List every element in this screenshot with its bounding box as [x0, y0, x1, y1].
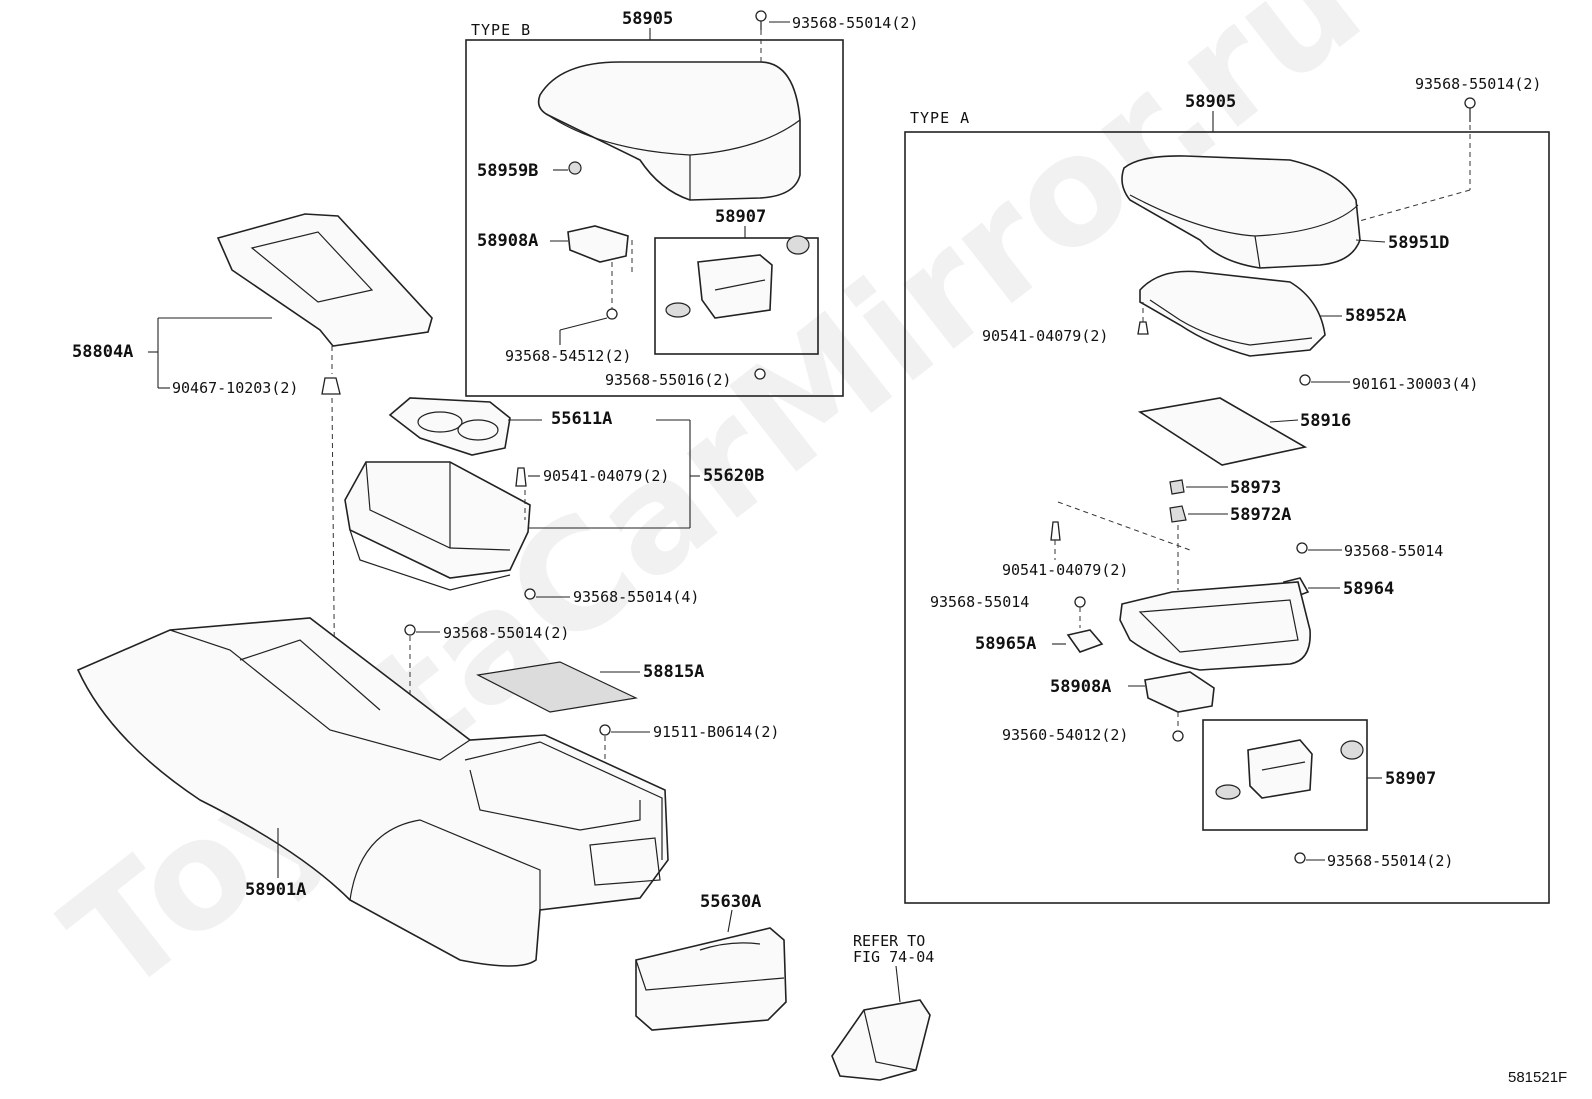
type-b-hinge-label: 58908A [477, 231, 538, 251]
reference-note-line1: REFER TO [853, 932, 925, 950]
pad-shape [1137, 397, 1308, 466]
type-a-pad-label: 58916 [1300, 411, 1351, 431]
type-a-stopper-label: 58973 [1230, 478, 1281, 498]
screw-icon [1296, 542, 1308, 554]
type-a-part-58905: 58905 [1185, 92, 1236, 112]
type-a-lock-label: 58907 [1385, 769, 1436, 789]
cup-screw-label: 93568-55014(4) [573, 588, 699, 606]
type-a-clip-lid-label: 90541-04079(2) [982, 327, 1108, 345]
console-box-label: 58901A [245, 880, 306, 900]
lid-cover-shape [1121, 155, 1361, 269]
panel-clip-label: 90467-10203(2) [172, 379, 298, 397]
type-b-part-58905: 58905 [622, 9, 673, 29]
shift-panel-shape [216, 213, 433, 347]
leader-line [559, 317, 608, 331]
screw-icon [1464, 97, 1476, 109]
cup-clip-label: 90541-04079(2) [543, 467, 669, 485]
type-a-lid-panel-label: 58952A [1345, 306, 1406, 326]
type-a-hinge-r-label: 58964 [1343, 579, 1394, 599]
screw-icon [404, 624, 416, 636]
reference-part-shape [831, 999, 931, 1081]
cup-insert-label: 55611A [551, 409, 612, 429]
hinge-lower-shape [1144, 671, 1215, 713]
clip-icon [1050, 521, 1061, 541]
cap-icon [568, 161, 582, 175]
screw-icon [1172, 730, 1184, 742]
type-b-cap-label: 58959B [477, 161, 538, 181]
stopper-icon [1169, 505, 1187, 523]
screw-icon [755, 10, 767, 30]
screw-icon [1299, 374, 1311, 386]
cup-holder-shape [344, 461, 531, 591]
type-a-hinge-l-label: 58965A [975, 634, 1036, 654]
mat-shape [476, 661, 638, 713]
type-a-hinge-lower-label: 58908A [1050, 677, 1111, 697]
reference-note-line2: FIG 74-04 [853, 948, 934, 966]
type-a-clip-base-label: 90541-04079(2) [1002, 561, 1128, 579]
clip-icon [1137, 321, 1149, 335]
rear-pocket-shape [635, 927, 787, 1031]
type-b-screw-lock-label: 93568-55016(2) [605, 371, 731, 389]
diagram-code: 581521F [1508, 1069, 1567, 1086]
hinge-l-shape [1066, 629, 1104, 653]
rear-pocket-label: 55630A [700, 892, 761, 912]
leader-line [727, 909, 733, 933]
type-a-header: TYPE A [910, 109, 970, 127]
console-screw-label: 93568-55014(2) [443, 624, 569, 642]
stopper-icon [1169, 479, 1185, 495]
type-b-lock-label: 58907 [715, 207, 766, 227]
clip-icon [321, 377, 341, 395]
rear-screw-label: 91511-B0614(2) [653, 723, 779, 741]
screw-icon [754, 368, 766, 380]
leader-line [1355, 239, 1386, 243]
screw-icon [1294, 852, 1306, 864]
type-a-screw-hinge-l-label: 93568-55014 [930, 593, 1029, 611]
type-b-screw-top-label: 93568-55014(2) [792, 14, 918, 32]
mat-label: 58815A [643, 662, 704, 682]
base-tray-shape [1119, 581, 1311, 671]
guide-line [1057, 501, 1191, 551]
type-a-lock-frame [1202, 719, 1368, 831]
hinge-b-shape [567, 225, 629, 263]
panel-label: 58804A [72, 342, 133, 362]
type-b-screw-hinge-label: 93568-54512(2) [505, 347, 631, 365]
type-a-screw-bottom-label: 93568-55014(2) [1327, 852, 1453, 870]
lid-panel-shape [1139, 270, 1326, 357]
cup-insert-shape [388, 397, 511, 456]
type-a-frame [904, 131, 1550, 904]
type-a-screw-lower-label: 93560-54012(2) [1002, 726, 1128, 744]
type-b-lock-frame [654, 237, 819, 355]
leader-line [895, 965, 901, 1003]
type-a-screw-top-label: 93568-55014(2) [1415, 75, 1541, 93]
armrest-lid-b-shape [537, 61, 801, 201]
type-a-screw-lid-label: 90161-30003(4) [1352, 375, 1478, 393]
lock-a-shape [1215, 739, 1364, 800]
screw-icon [606, 308, 618, 320]
type-a-stopper-2-label: 58972A [1230, 505, 1291, 525]
console-box-shape [76, 617, 669, 967]
screw-icon [599, 724, 611, 736]
type-b-frame [465, 39, 844, 397]
screw-icon [524, 588, 536, 600]
type-a-lid-cover-label: 58951D [1388, 233, 1449, 253]
clip-icon [515, 467, 527, 487]
screw-icon [1074, 596, 1086, 608]
type-b-header: TYPE B [471, 21, 531, 39]
lock-b-shape [665, 235, 810, 319]
leader-line [1269, 419, 1299, 423]
cup-assy-label: 55620B [703, 466, 764, 486]
type-a-screw-hinge-r-label: 93568-55014 [1344, 542, 1443, 560]
